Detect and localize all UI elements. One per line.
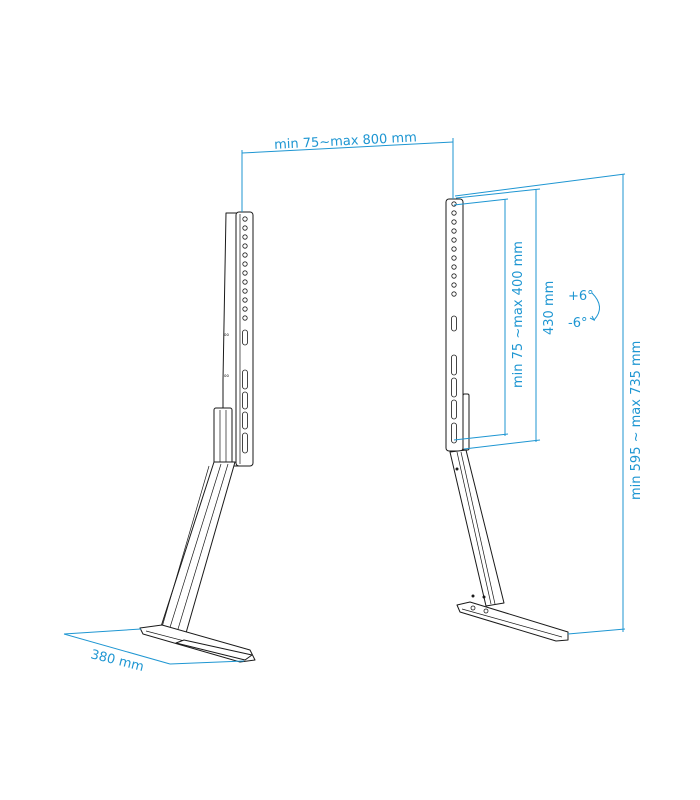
right-stand <box>445 198 569 642</box>
svg-text:oo: oo <box>224 373 229 378</box>
total-height-label: min 595 ~ max 735 mm <box>629 341 644 500</box>
left-stand: oo oo <box>139 211 256 663</box>
tilt-down-label: -6° <box>568 316 587 331</box>
dimension-bracket-height: 430 mm <box>455 188 557 450</box>
tilt-up-label: +6° <box>568 289 594 304</box>
tilt-arrow-icon <box>591 292 600 321</box>
left-column <box>157 461 236 641</box>
base-depth-label: 380 mm <box>89 647 145 675</box>
right-bracket-holes <box>451 201 457 444</box>
width-range-label: min 75~max 800 mm <box>274 130 417 152</box>
svg-text:oo: oo <box>224 332 229 337</box>
dimension-total-height: min 595 ~ max 735 mm <box>454 173 644 635</box>
dimension-vesa: min 75 ~max 400 mm <box>453 198 526 441</box>
bracket-height-label: 430 mm <box>542 281 557 335</box>
right-column <box>449 449 505 607</box>
left-bracket-holes: oo oo <box>224 216 248 454</box>
tilt-indicator: +6° -6° <box>568 289 600 331</box>
vesa-range-label: min 75 ~max 400 mm <box>511 241 526 388</box>
dimension-width: min 75~max 800 mm <box>241 130 454 212</box>
